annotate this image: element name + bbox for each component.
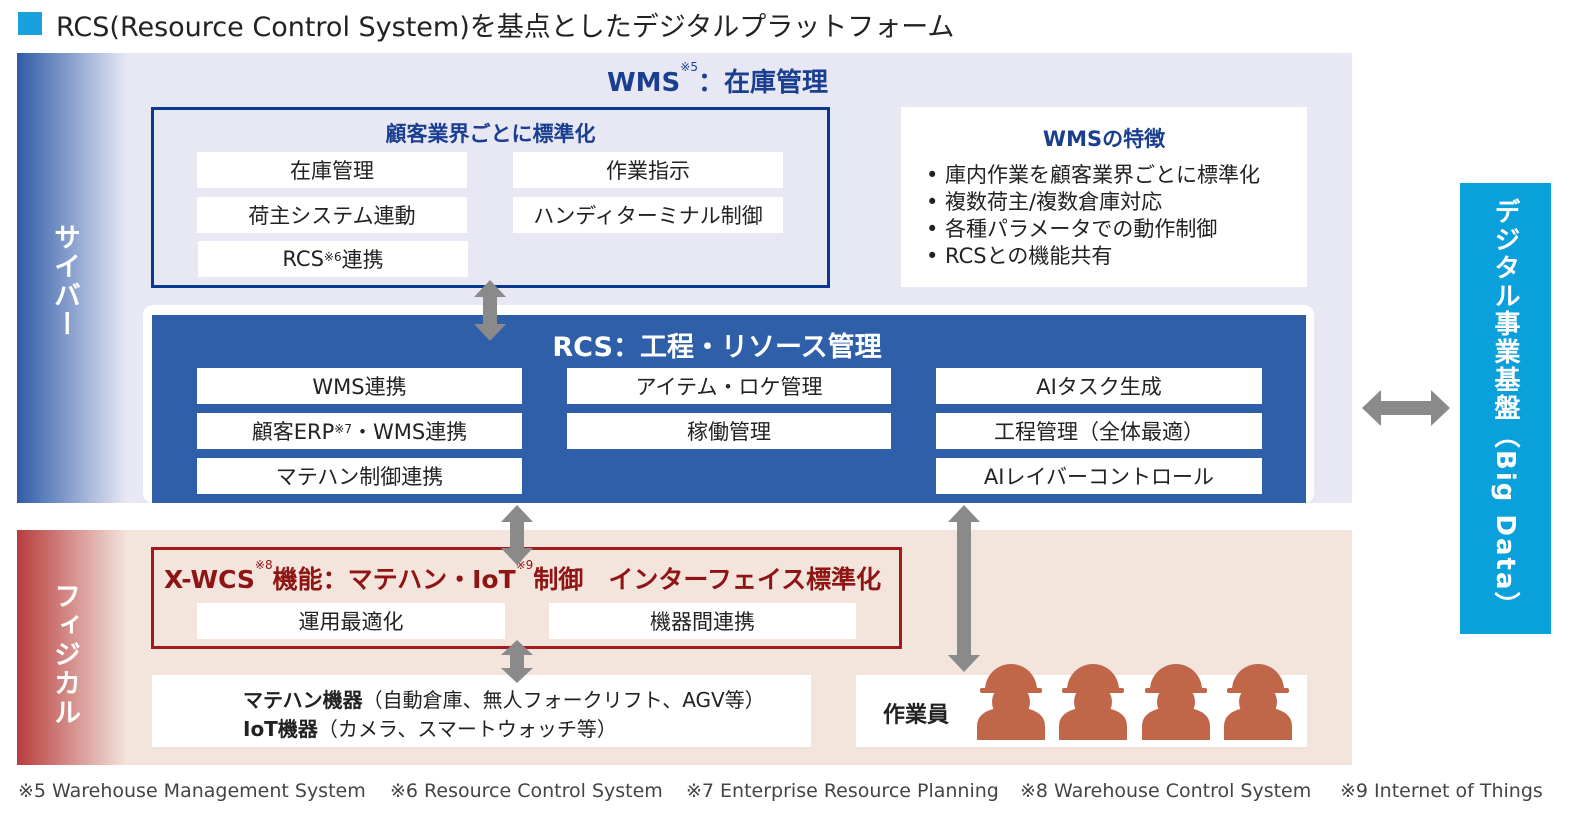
xwcs-item: 機器間連携: [549, 603, 856, 639]
rcs-item: 稼働管理: [567, 413, 891, 449]
wms-heading: WMS※5：在庫管理: [607, 60, 828, 98]
bigdata-arrow-icon: [1362, 390, 1450, 426]
equipment-line: マテハン機器（自動倉庫、無人フォークリフト、AGV等）: [243, 688, 765, 712]
equipment-line: IoT機器（カメラ、スマートウォッチ等）: [243, 717, 617, 741]
rcs-box: RCS：工程・リソース管理 WMS連携 顧客ERP※7・WMS連携 マテハン制御…: [152, 315, 1306, 503]
wms-box: 顧客業界ごとに標準化 在庫管理 作業指示 荷主システム連動 ハンディターミナル制…: [151, 107, 830, 288]
cyber-gradient: [17, 53, 127, 503]
big-data-platform: デジタル事業基盤（Big Data）: [1460, 183, 1551, 634]
worker-icon: [1224, 664, 1292, 740]
wms-item: 荷主システム連動: [197, 197, 467, 233]
worker-icon: [1142, 664, 1210, 740]
footnote: ※6 Resource Control System: [390, 780, 663, 802]
footnote: ※7 Enterprise Resource Planning: [686, 780, 999, 802]
wms-item: 作業指示: [513, 152, 783, 188]
feature-bullet: • 複数荷主/複数倉庫対応: [926, 190, 1163, 214]
wms-item: 在庫管理: [197, 152, 467, 188]
xwcs-heading: X-WCS※8機能：マテハン・IoT※9制御 インターフェイス標準化: [164, 558, 882, 594]
rcs-heading: RCS：工程・リソース管理: [552, 332, 882, 363]
worker-icon: [1059, 664, 1127, 740]
xwcs-box: X-WCS※8機能：マテハン・IoT※9制御 インターフェイス標準化 運用最適化…: [151, 547, 902, 649]
worker-label: 作業員: [883, 703, 950, 728]
rcs-item: 工程管理（全体最適）: [936, 413, 1262, 449]
worker-icon: [977, 664, 1045, 740]
feature-bullet: • 各種パラメータでの動作制御: [926, 217, 1218, 241]
rcs-item: アイテム・ロケ管理: [567, 368, 891, 404]
wms-features-box: WMSの特徴 • 庫内作業を顧客業界ごとに標準化 • 複数荷主/複数倉庫対応 •…: [901, 107, 1307, 287]
rcs-item-erp: 顧客ERP※7・WMS連携: [197, 413, 522, 449]
footnote: ※9 Internet of Things: [1340, 780, 1543, 802]
wms-subheading: 顧客業界ごとに標準化: [385, 122, 596, 146]
cyber-label: サイバー: [49, 223, 80, 339]
equipment-box: マテハン機器（自動倉庫、無人フォークリフト、AGV等） IoT機器（カメラ、スマ…: [152, 675, 811, 747]
big-data-label: デジタル事業基盤（Big Data）: [1490, 197, 1520, 620]
xwcs-item: 運用最適化: [197, 603, 505, 639]
workers-illustration: [977, 664, 1292, 740]
features-title: WMSの特徴: [1042, 127, 1166, 151]
physical-label: フィジカル: [49, 582, 80, 727]
page-title: RCS(Resource Control System)を基点としたデジタルプラ…: [56, 12, 955, 43]
rcs-item: マテハン制御連携: [197, 458, 522, 494]
rcs-item: WMS連携: [197, 368, 522, 404]
footnote: ※5 Warehouse Management System: [18, 780, 366, 802]
features-list: • 庫内作業を顧客業界ごとに標準化 • 複数荷主/複数倉庫対応 • 各種パラメー…: [926, 162, 1260, 270]
physical-gradient: [17, 530, 127, 765]
feature-bullet: • 庫内作業を顧客業界ごとに標準化: [926, 163, 1261, 187]
wms-item: ハンディターミナル制御: [513, 197, 783, 233]
title-marker-icon: [18, 12, 42, 35]
rcs-item: AIレイバーコントロール: [936, 458, 1262, 494]
feature-bullet: • RCSとの機能共有: [926, 244, 1113, 268]
rcs-item: AIタスク生成: [936, 368, 1262, 404]
footnote: ※8 Warehouse Control System: [1020, 780, 1312, 802]
